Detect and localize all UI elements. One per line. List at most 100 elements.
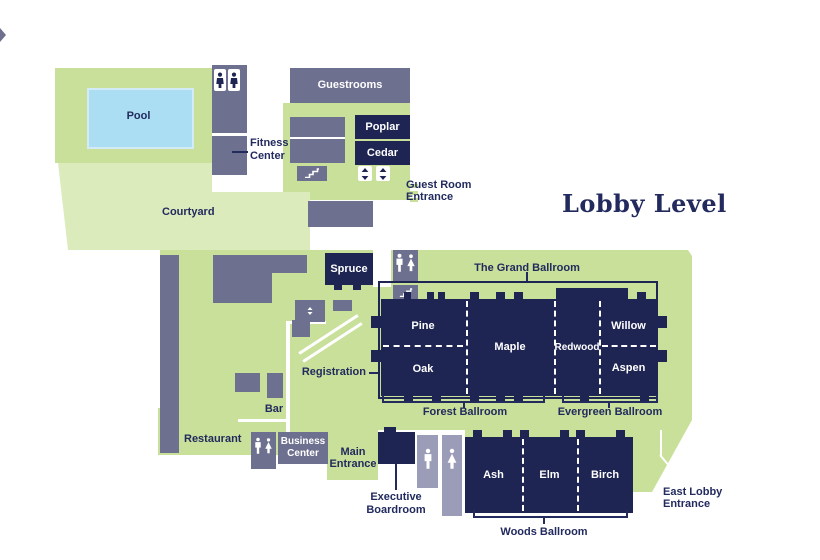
main-entrance-area — [327, 430, 378, 480]
door-tab — [616, 430, 625, 437]
female-restroom-icon — [446, 447, 458, 476]
redwood-label: Redwood — [554, 342, 600, 353]
bar-label: Bar — [264, 403, 284, 416]
woods-bracket — [626, 510, 628, 516]
executive-boardroom-label: Boardroom — [366, 503, 426, 516]
woods-bracket — [473, 510, 475, 516]
male-restroom-icon — [395, 253, 404, 278]
corridor-tooth — [410, 191, 418, 195]
forest-bracket — [382, 395, 384, 401]
willow-label: Willow — [611, 319, 646, 332]
bar-counter-block — [267, 373, 283, 398]
partition-dashed — [522, 439, 524, 511]
business-center-label: Business — [280, 435, 326, 447]
service-block — [333, 300, 352, 311]
service-block — [290, 139, 345, 163]
courtyard-label: Courtyard — [162, 206, 215, 218]
woods-ballroom-label: Woods Ballroom — [500, 526, 588, 539]
door-tab — [404, 292, 411, 300]
partition-dashed — [602, 345, 656, 347]
elm-label: Elm — [539, 468, 560, 481]
grand-ballroom-tick — [526, 272, 528, 281]
corridor-tooth — [410, 184, 418, 188]
evergreen-ballroom-label: Evergreen Ballroom — [557, 406, 663, 419]
door-tab — [473, 430, 482, 437]
woods-ballroom-block — [465, 437, 633, 513]
oak-label: Oak — [412, 362, 434, 375]
male-restroom-icon — [254, 437, 262, 460]
restrooms-block — [251, 432, 276, 469]
service-block — [213, 273, 272, 303]
door-tab — [470, 396, 479, 402]
mens-restroom-strip — [417, 435, 438, 488]
raised-section — [556, 288, 628, 300]
forest-ballroom-label: Forest Ballroom — [422, 406, 508, 419]
service-block — [213, 255, 307, 273]
door-tab — [503, 430, 512, 437]
door-tab — [657, 350, 667, 362]
maple-label: Maple — [494, 340, 526, 353]
woods-bracket — [543, 518, 545, 524]
service-column — [160, 255, 179, 453]
woods-bracket — [473, 516, 628, 518]
evergreen-bracket — [608, 403, 610, 408]
pool — [87, 88, 194, 149]
door-tab — [520, 430, 529, 437]
main-entrance-label: Entrance — [329, 457, 377, 470]
door-tab — [514, 396, 523, 402]
pine-label: Pine — [411, 319, 435, 332]
male-restroom-icon — [423, 447, 433, 476]
door-tab — [427, 292, 434, 300]
birch-label: Birch — [590, 468, 620, 481]
walkway — [238, 419, 288, 422]
walkway — [286, 324, 290, 432]
evergreen-bracket — [656, 395, 658, 401]
ash-label: Ash — [483, 468, 504, 481]
guestrooms-block — [290, 68, 410, 103]
service-block — [308, 201, 373, 227]
stairs-block — [297, 166, 327, 181]
east-door-cut — [660, 430, 662, 456]
executive-boardroom-block — [378, 432, 415, 464]
evergreen-bracket — [562, 401, 658, 403]
female-restroom-icon — [264, 437, 273, 460]
elevator-icon — [376, 166, 390, 181]
page-title: Lobby Level — [562, 189, 727, 218]
business-center-block — [278, 432, 328, 464]
service-block — [290, 117, 345, 137]
fitness-center-label: Center — [250, 150, 285, 162]
door-line — [290, 137, 345, 139]
door-tab — [496, 292, 505, 300]
edge-sliver — [0, 28, 6, 42]
forest-bracket — [543, 395, 545, 401]
guest-room-entrance-label: Guest Room — [406, 179, 472, 191]
pool-label: Pool — [126, 110, 151, 123]
main-entrance-label: Main — [340, 445, 366, 458]
grand-ballroom-block — [381, 299, 657, 396]
door-line — [212, 133, 247, 136]
door-tab — [637, 292, 646, 300]
partition-dashed — [599, 301, 601, 394]
bar-counter-block — [235, 373, 260, 392]
door-tab — [384, 427, 396, 432]
east-lobby-entrance-label: Entrance — [663, 498, 711, 510]
service-block — [292, 320, 310, 337]
door-tab — [371, 316, 381, 328]
forest-bracket — [382, 401, 545, 403]
evergreen-bracket — [562, 395, 564, 401]
gap — [373, 250, 391, 287]
elevator-icon — [214, 69, 226, 91]
elevator-icon — [305, 302, 315, 320]
business-center-label: Center — [287, 447, 319, 459]
door-tab — [496, 396, 505, 402]
restrooms-block — [393, 250, 418, 281]
door-tab — [334, 285, 342, 290]
registration-tick — [369, 372, 378, 374]
door-tab — [404, 396, 413, 402]
guest-room-entrance-label: Entrance — [406, 191, 454, 203]
door-tab — [432, 396, 441, 402]
stairs-block — [295, 300, 325, 322]
door-tab — [470, 292, 479, 300]
registration-label: Registration — [301, 366, 366, 378]
